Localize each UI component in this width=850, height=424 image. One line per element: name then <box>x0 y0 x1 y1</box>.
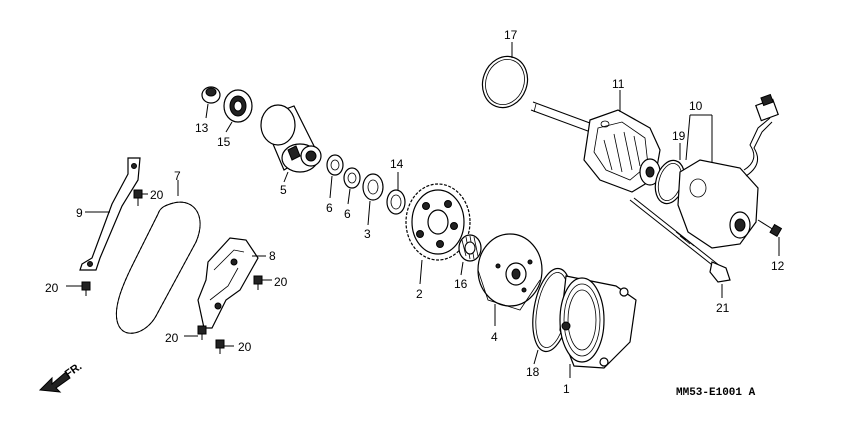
washer-part-6a <box>326 154 344 199</box>
washer-part-3 <box>362 173 384 226</box>
bolt-part-20a <box>133 189 148 206</box>
label-part-11: 11 <box>612 77 625 91</box>
clutch-housing-part-1 <box>559 275 637 378</box>
label-part-8: 8 <box>269 249 276 263</box>
label-part-13: 13 <box>195 121 209 135</box>
label-part-3: 3 <box>364 227 371 241</box>
label-part-20d: 20 <box>165 331 179 345</box>
label-part-5: 5 <box>280 183 287 197</box>
bolt-part-20d <box>184 325 207 340</box>
bolt-part-20b <box>66 281 91 296</box>
bolt-part-20e <box>215 339 234 354</box>
label-part-18: 18 <box>526 365 540 379</box>
label-part-20c: 20 <box>274 275 288 289</box>
front-direction-arrow: FR. <box>38 360 84 393</box>
label-part-19: 19 <box>672 129 686 143</box>
washer-part-6b <box>343 167 361 205</box>
label-part-6b: 6 <box>344 207 351 221</box>
o-ring-part-17 <box>481 42 529 109</box>
tensioner-part-8 <box>197 237 266 329</box>
washer-part-14 <box>386 172 406 215</box>
cap-part-13 <box>201 86 221 119</box>
label-part-14: 14 <box>390 157 404 171</box>
label-part-4: 4 <box>491 330 498 344</box>
label-part-17: 17 <box>504 28 518 42</box>
driven-gear-part-2 <box>405 183 471 285</box>
bracket-part-9 <box>79 157 141 271</box>
label-part-7: 7 <box>174 169 181 183</box>
rotor-part-4 <box>477 233 543 326</box>
screw-part-12 <box>757 219 783 256</box>
label-part-20e: 20 <box>238 340 252 354</box>
diagram-code: MM53-E1001 A <box>676 387 756 399</box>
starter-motor-part-11 <box>530 90 661 193</box>
label-part-21: 21 <box>716 301 730 315</box>
chain-part-7 <box>115 180 201 334</box>
clutch-drum-part-5 <box>260 104 322 183</box>
label-part-1: 1 <box>563 382 570 396</box>
label-part-10: 10 <box>689 99 703 113</box>
label-part-15: 15 <box>217 135 231 149</box>
needle-bearing-part-16 <box>458 234 482 276</box>
label-part-2: 2 <box>416 287 423 301</box>
starter-cover-part-10 <box>677 93 779 249</box>
label-part-16: 16 <box>454 277 468 291</box>
label-part-12: 12 <box>771 259 785 273</box>
bolt-part-20c <box>253 275 272 290</box>
label-part-6a: 6 <box>326 201 333 215</box>
label-part-9: 9 <box>76 206 83 220</box>
label-part-20a: 20 <box>150 188 164 202</box>
bearing-part-15 <box>223 89 253 133</box>
label-part-20b: 20 <box>45 281 59 295</box>
bolt-part-21 <box>629 197 731 298</box>
